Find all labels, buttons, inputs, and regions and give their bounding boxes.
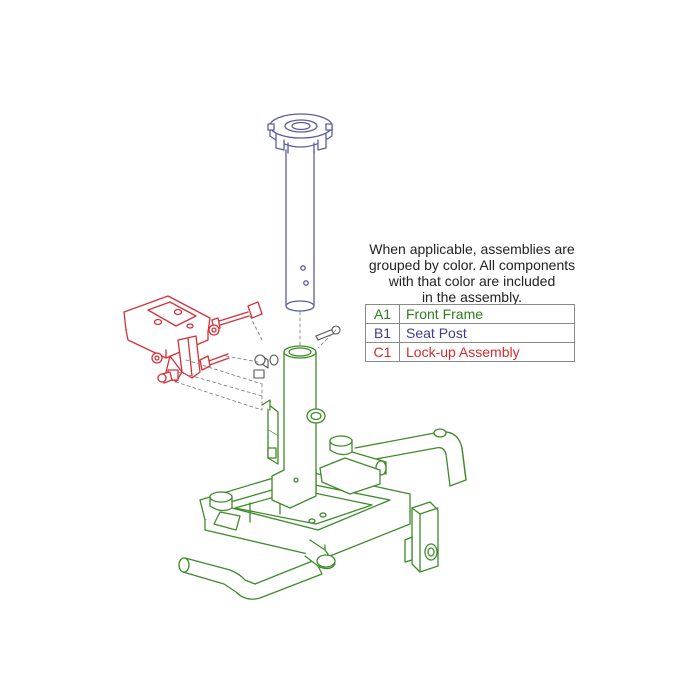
seat-post-assembly bbox=[267, 113, 333, 312]
seat-post-tube bbox=[285, 149, 315, 312]
legend-code: C1 bbox=[365, 342, 400, 362]
frame-bolt bbox=[315, 327, 339, 341]
legend-row-lock-up: C1 Lock-up Assembly bbox=[365, 342, 575, 362]
legend-name: Front Frame bbox=[399, 304, 575, 324]
frame-mast bbox=[261, 345, 317, 509]
frame-handle-right bbox=[354, 428, 467, 487]
legend-row-seat-post: B1 Seat Post bbox=[365, 323, 575, 343]
note-line: grouped by color. All components bbox=[368, 257, 576, 273]
legend-row-front-frame: A1 Front Frame bbox=[365, 304, 575, 324]
lock-up-nuts-washers bbox=[151, 324, 220, 384]
note-line: When applicable, assemblies are bbox=[369, 241, 575, 257]
legend-code: A1 bbox=[365, 304, 400, 324]
exploded-leader-lines bbox=[169, 311, 337, 411]
legend-name: Lock-up Assembly bbox=[399, 342, 575, 362]
lock-up-bolts bbox=[199, 301, 263, 371]
assembly-legend-table: A1 Front Frame B1 Seat Post C1 Lock-up A… bbox=[365, 304, 575, 362]
seat-post-collar bbox=[267, 113, 333, 154]
lock-up-assembly bbox=[123, 295, 263, 384]
legend-code: B1 bbox=[365, 323, 400, 343]
legend-name: Seat Post bbox=[399, 323, 575, 343]
front-frame-assembly bbox=[178, 345, 467, 600]
frame-handle-left bbox=[178, 557, 323, 600]
lock-up-bracket bbox=[123, 295, 211, 383]
frame-cross-tubes bbox=[209, 435, 387, 570]
note-line: in the assembly. bbox=[421, 289, 523, 305]
assembly-color-note: When applicable, assemblies are grouped … bbox=[362, 241, 582, 305]
frame-receiver-block bbox=[404, 501, 439, 573]
note-line: with that color are included bbox=[388, 273, 556, 289]
frame-circlip bbox=[306, 408, 326, 424]
